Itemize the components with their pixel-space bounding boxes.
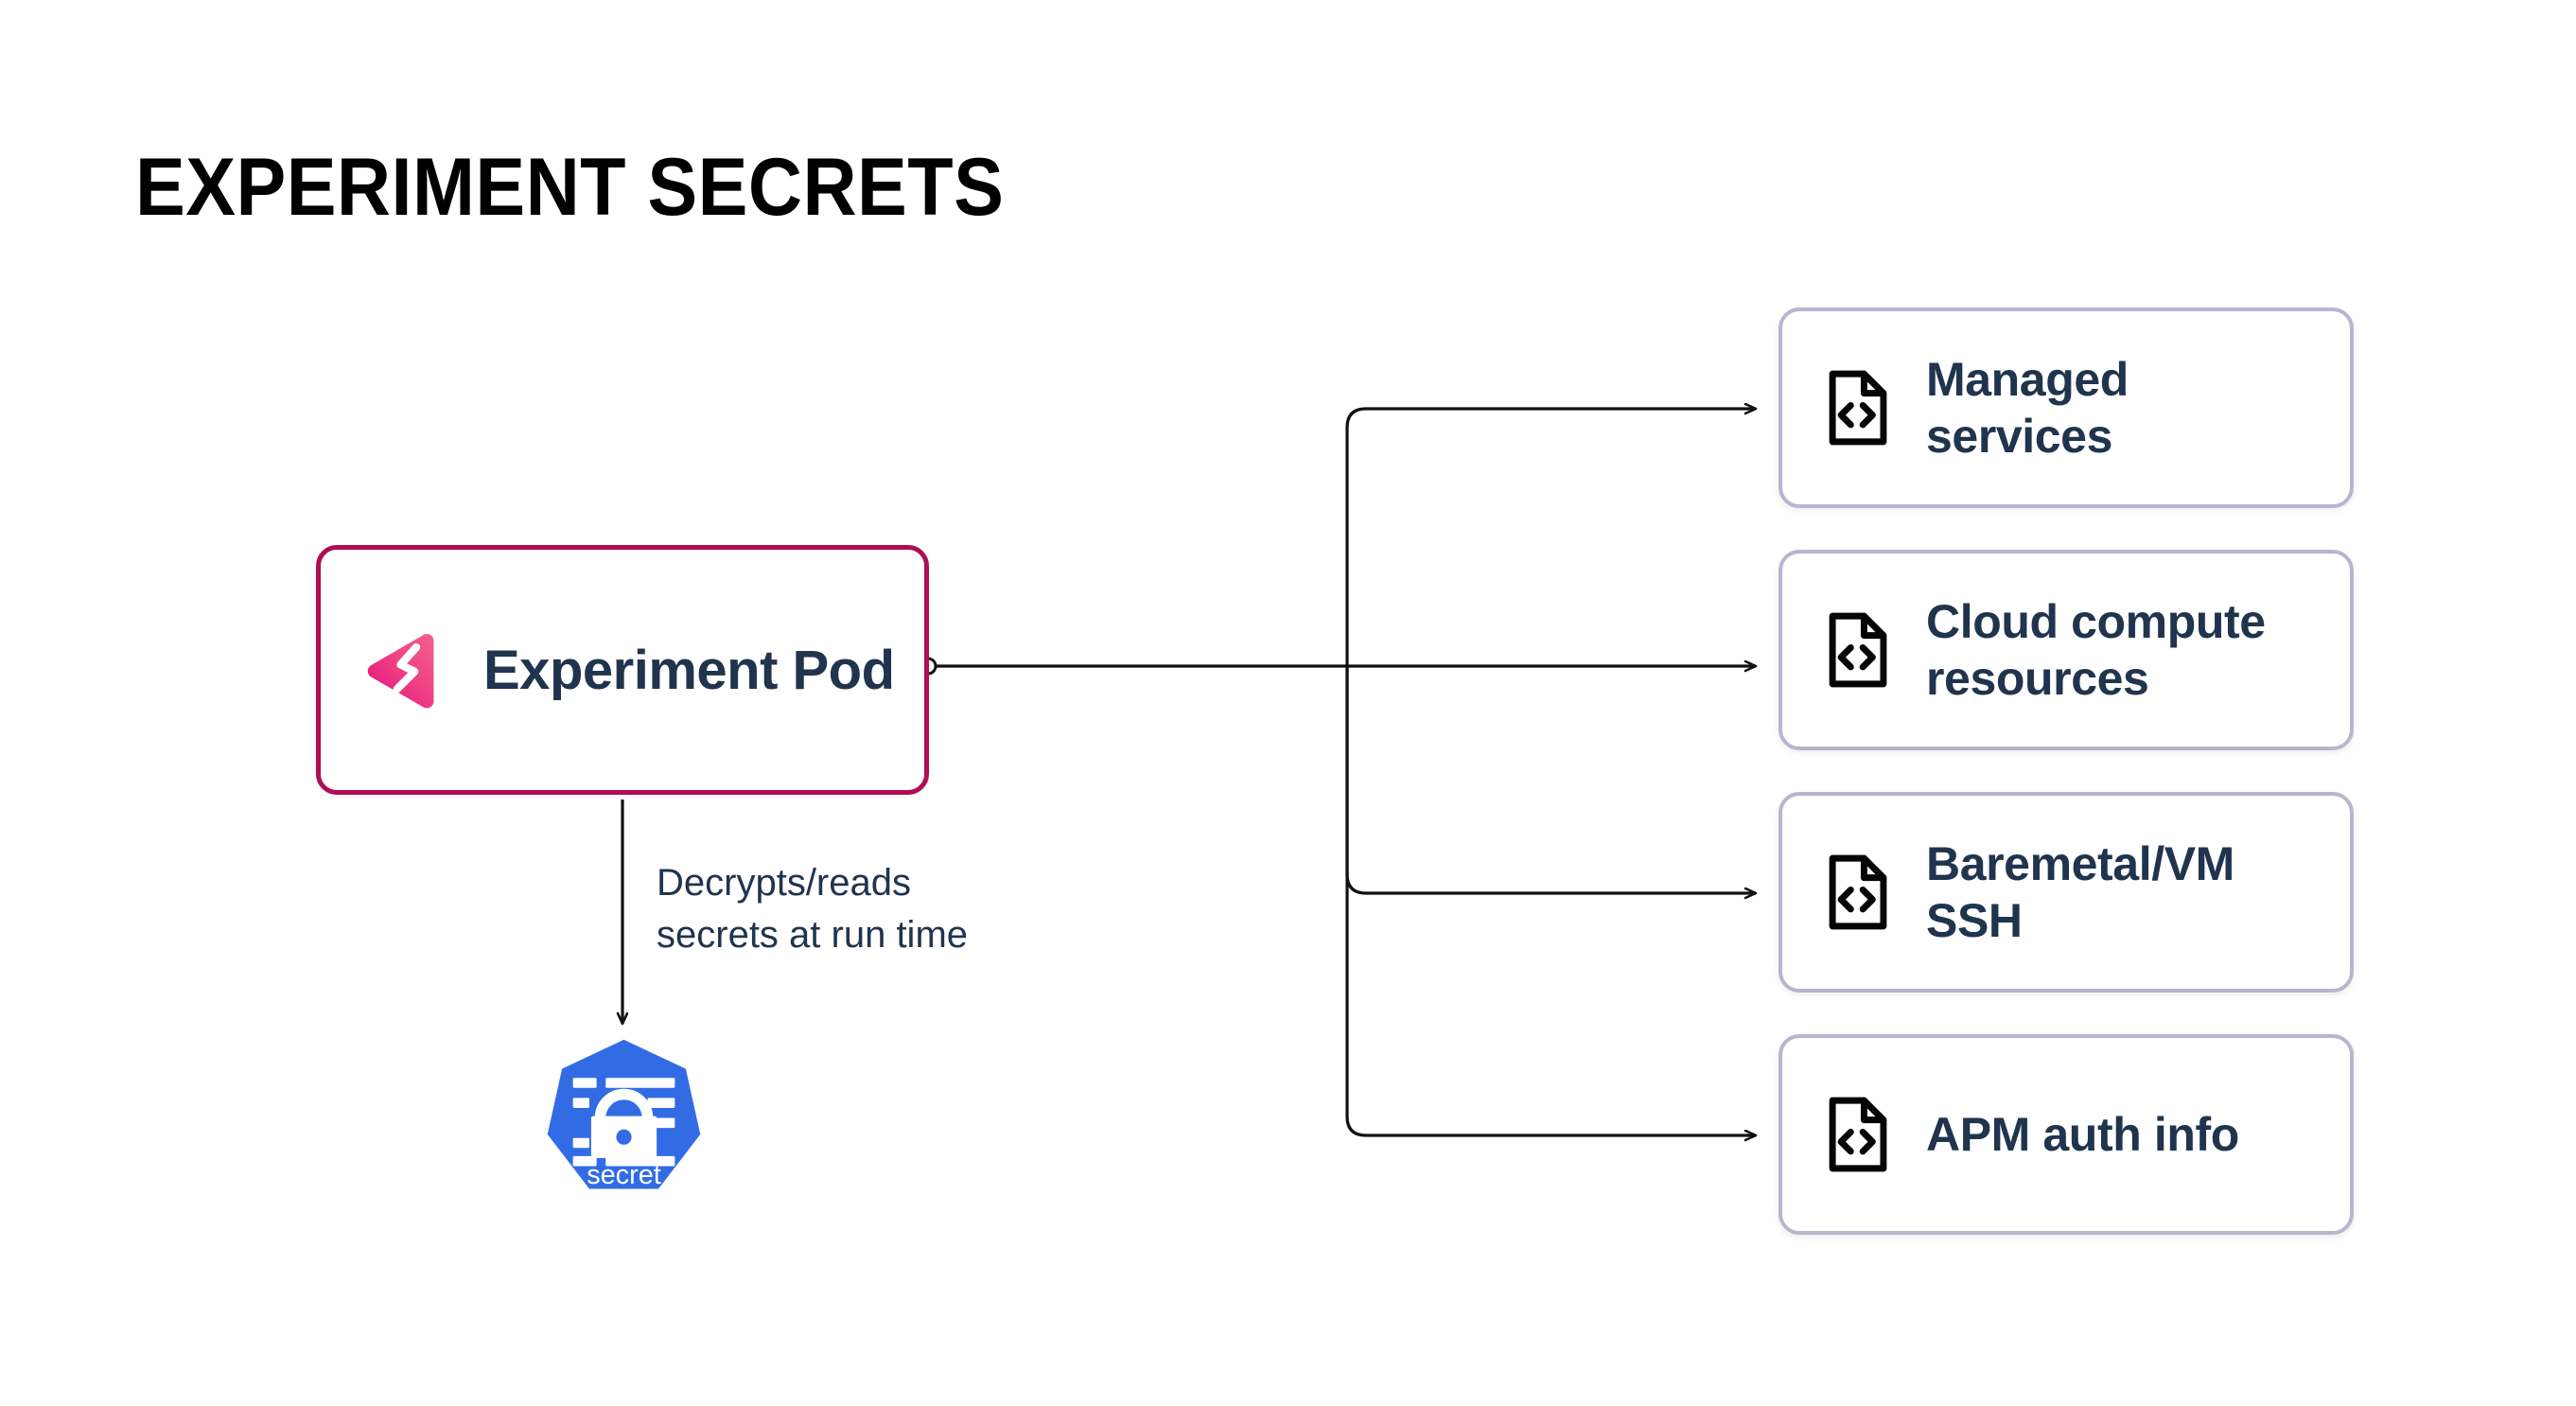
code-file-icon: [1824, 611, 1892, 689]
resource-card-label: Cloud compute resources: [1926, 593, 2266, 707]
gremlin-logo-icon: [362, 626, 449, 713]
card-label-line-2: services: [1926, 410, 2112, 463]
edge-to-managed-services: [1345, 409, 1756, 666]
card-label-line-1: Cloud compute: [1926, 595, 2266, 648]
page-title: EXPERIMENT SECRETS: [135, 141, 1005, 233]
annotation-line-2: secrets at run time: [657, 914, 969, 957]
annotation-line-1: Decrypts/reads: [657, 862, 911, 904]
code-file-icon: [1824, 853, 1892, 931]
resource-card-label: Managed services: [1926, 351, 2129, 465]
card-label-line-1: Managed: [1926, 353, 2129, 406]
resource-card-managed-services[interactable]: Managed services: [1779, 308, 2354, 508]
kubernetes-secret-node[interactable]: secret: [532, 1036, 716, 1225]
resource-card-baremetal-vm-ssh[interactable]: Baremetal/VM SSH: [1779, 792, 2354, 993]
card-label-line-2: resources: [1926, 652, 2149, 705]
resource-card-label: APM auth info: [1926, 1106, 2239, 1163]
edge-to-apm-auth-info: [1345, 666, 1756, 1135]
edge-annotation-text: Decrypts/reads secrets at run time: [657, 857, 1063, 961]
experiment-pod-label: Experiment Pod: [483, 639, 895, 701]
resource-card-apm-auth-info[interactable]: APM auth info: [1779, 1034, 2354, 1235]
experiment-pod-node[interactable]: Experiment Pod: [316, 545, 929, 795]
card-label-line-1: Baremetal/VM: [1926, 837, 2234, 890]
resource-card-label: Baremetal/VM SSH: [1926, 835, 2234, 949]
card-label-line-1: APM auth info: [1926, 1108, 2239, 1161]
secret-label: secret: [587, 1160, 661, 1190]
edge-to-baremetal-vm-ssh: [1345, 666, 1756, 893]
kubernetes-secret-icon: secret: [547, 1039, 701, 1190]
code-file-icon: [1824, 1096, 1892, 1173]
code-file-icon: [1824, 369, 1892, 447]
resource-card-cloud-compute-resources[interactable]: Cloud compute resources: [1779, 550, 2354, 750]
card-label-line-2: SSH: [1926, 894, 2023, 947]
